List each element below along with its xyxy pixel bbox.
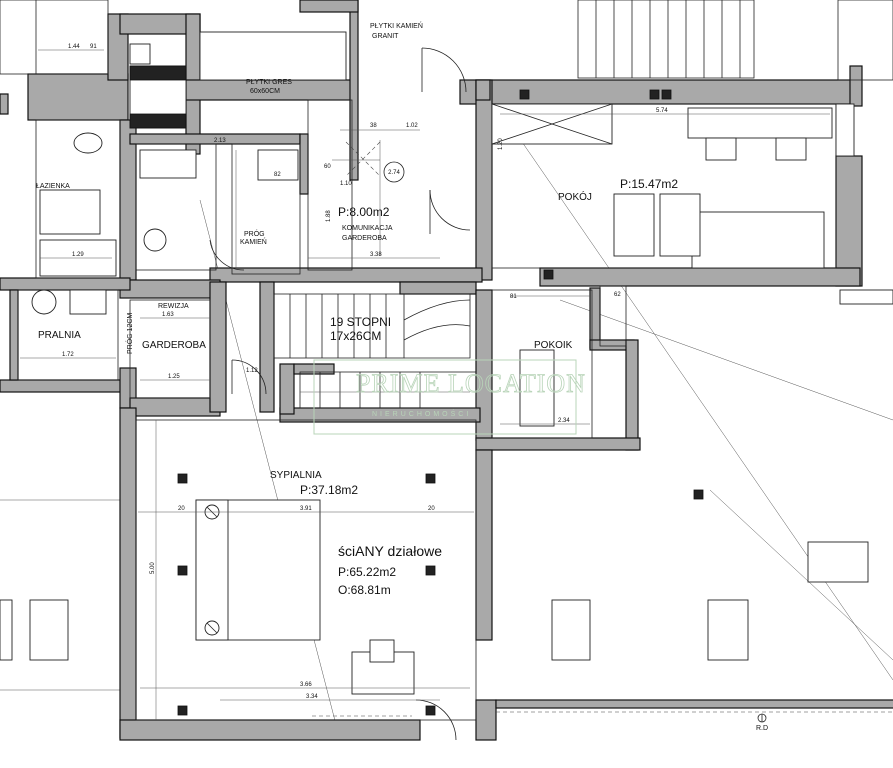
label-rewizja: REWIZJA bbox=[158, 303, 189, 310]
label-pralnia: PRALNIA bbox=[38, 330, 81, 341]
label-prog-12: PRÓG 12CM bbox=[125, 313, 134, 354]
dim-112: 1.12 bbox=[246, 368, 258, 374]
watermark-title: PRIME LOCATION bbox=[356, 369, 586, 398]
dim-20-a: 20 bbox=[178, 506, 185, 512]
room-labels: ŁAZIENKA PRALNIA GARDEROBA REWIZJA P:8.0… bbox=[36, 177, 678, 497]
stair-bars-top bbox=[577, 0, 893, 81]
dim-172: 1.72 bbox=[62, 352, 74, 358]
dim-129: 1.29 bbox=[72, 252, 84, 258]
dim-188: 1.88 bbox=[326, 210, 332, 222]
dim-81: 81 bbox=[510, 294, 517, 300]
label-pokoj: POKÓJ bbox=[558, 190, 592, 203]
partitions bbox=[0, 0, 837, 721]
dim-125: 1.25 bbox=[168, 374, 180, 380]
dim-234: 2.34 bbox=[558, 418, 570, 424]
dim-500: 5.00 bbox=[150, 562, 156, 574]
bed bbox=[195, 499, 321, 641]
label-sypialnia: SYPIALNIA bbox=[270, 470, 322, 481]
dim-338: 3.38 bbox=[370, 252, 382, 258]
dim-163: 1.63 bbox=[162, 312, 174, 318]
watermark: PRIME LOCATION NIERUCHOMOŚCI bbox=[313, 359, 586, 435]
dim-102: 1.02 bbox=[406, 123, 418, 129]
dim-366: 3.66 bbox=[300, 682, 312, 688]
dim-120: 1.20 bbox=[498, 138, 504, 150]
lower-right-outline bbox=[0, 103, 893, 661]
watermark-subtitle: NIERUCHOMOŚCI bbox=[372, 409, 471, 418]
dim-91: 91 bbox=[90, 44, 97, 50]
dim-38: 38 bbox=[370, 123, 377, 129]
label-komunikacja: KOMUNIKACJA bbox=[342, 225, 393, 232]
kitchen-counter bbox=[129, 31, 347, 129]
columns bbox=[177, 89, 704, 716]
annotations: PŁYTKI GRES 60x60CM PŁYTKI KAMIEŃ GRANIT… bbox=[246, 21, 768, 732]
staircase bbox=[273, 293, 477, 409]
rd-marker bbox=[757, 713, 767, 723]
note-granit: GRANIT bbox=[372, 33, 399, 40]
dim-574: 5.74 bbox=[656, 108, 668, 114]
note-plytki-gres: PŁYTKI GRES bbox=[246, 79, 292, 86]
dim-110: 1.10 bbox=[340, 181, 352, 187]
label-pokoj-area: P:15.47m2 bbox=[620, 177, 678, 191]
dim-334: 3.34 bbox=[306, 694, 318, 700]
dimension-lines bbox=[20, 49, 830, 720]
door-arcs bbox=[209, 47, 471, 741]
dim-213: 2.13 bbox=[214, 138, 226, 144]
dim-60: 60 bbox=[324, 164, 331, 170]
label-garderoba-komunikacja: GARDEROBA bbox=[342, 235, 387, 242]
level-circle-label: 2.74 bbox=[388, 170, 400, 176]
note-sciany-perimeter: O:68.81m bbox=[338, 583, 391, 597]
label-lazienka: ŁAZIENKA bbox=[36, 183, 70, 190]
level-circle: 2.74 bbox=[383, 161, 405, 183]
dashed-lines bbox=[312, 141, 893, 717]
note-plytki-kamien: PŁYTKI KAMIEŃ bbox=[370, 21, 423, 30]
dim-82: 82 bbox=[274, 172, 281, 178]
dim-20-b: 20 bbox=[428, 506, 435, 512]
label-prog: PRÓG bbox=[244, 229, 265, 238]
label-komunikacja-area: P:8.00m2 bbox=[338, 205, 390, 219]
dimension-numbers: 1.44 91 1.02 38 3.38 1.63 1.72 1.25 1.29… bbox=[62, 44, 668, 700]
label-garderoba-left: GARDEROBA bbox=[142, 340, 206, 351]
dim-144: 1.44 bbox=[68, 44, 80, 50]
dim-62: 62 bbox=[614, 292, 621, 298]
note-stairs-size: 17x26CM bbox=[330, 329, 381, 343]
label-pokoik: POKOIK bbox=[534, 340, 573, 351]
note-stairs-count: 19 STOPNI bbox=[330, 315, 391, 329]
pokoj-furniture bbox=[491, 103, 833, 269]
note-plytki-gres-size: 60x60CM bbox=[250, 88, 280, 95]
label-prog-kamien: KAMIEŃ bbox=[240, 237, 267, 246]
note-sciany: ściANY działowe bbox=[338, 543, 442, 559]
note-sciany-area: P:65.22m2 bbox=[338, 565, 396, 579]
pokoik-furniture bbox=[519, 349, 555, 427]
dim-391: 3.91 bbox=[300, 506, 312, 512]
label-sypialnia-area: P:37.18m2 bbox=[300, 483, 358, 497]
note-rd: R.D bbox=[756, 725, 768, 732]
desk-chair bbox=[351, 639, 415, 695]
